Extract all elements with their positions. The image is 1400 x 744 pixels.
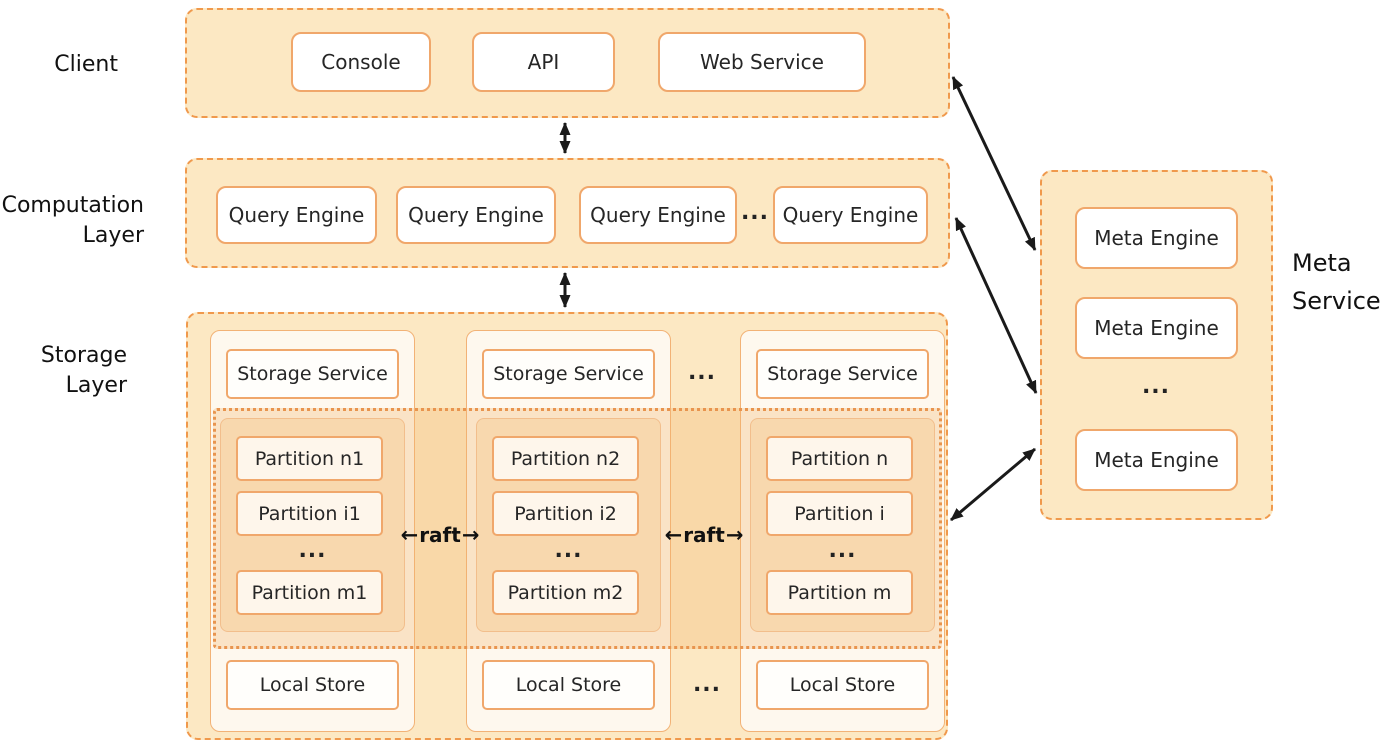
client-layer-label-text: Client [54, 52, 118, 77]
raft-left-arrow-icon: ← [400, 522, 419, 547]
partition-ellipsis-2: ... [554, 538, 583, 563]
raft-link-1: ← raft → [385, 518, 495, 552]
partition-panel-3: Partition n Partition i ... Partition m [750, 418, 935, 632]
partition-box-n1-label: Partition n1 [254, 447, 365, 470]
local-store-box-3-label: Local Store [789, 674, 896, 696]
partition-box-n2: Partition n2 [492, 436, 639, 481]
computation-layer-label: Computation Layer [2, 191, 144, 251]
partition-box-m1: Partition m1 [236, 570, 383, 615]
partition-box-m-label: Partition m [787, 581, 892, 604]
client-layer-label: Client [54, 50, 118, 80]
partition-box-i1: Partition i1 [236, 491, 383, 536]
meta-engine-box-3-label: Meta Engine [1094, 448, 1219, 472]
storage-meta-arrow [950, 447, 1036, 522]
query-engine-box-4: Query Engine [773, 186, 928, 244]
meta-engine-box-1-label: Meta Engine [1094, 226, 1219, 250]
query-engine-box-3: Query Engine [579, 186, 737, 244]
partition-box-m1-label: Partition m1 [251, 581, 368, 604]
storage-service-box-3: Storage Service [756, 349, 929, 399]
partition-box-i2-label: Partition i2 [514, 502, 617, 525]
query-engine-box-4-label: Query Engine [782, 203, 919, 227]
raft-link-2: ← raft → [649, 518, 759, 552]
storage-service-box-2-label: Storage Service [493, 363, 644, 385]
meta-engine-ellipsis: ... [1141, 374, 1171, 399]
local-store-box-3: Local Store [756, 660, 929, 710]
computation-layer-container: Query Engine Query Engine Query Engine .… [185, 158, 950, 268]
partition-ellipsis-3: ... [828, 538, 857, 563]
api-box: API [472, 32, 615, 92]
partition-box-i-label: Partition i [794, 502, 885, 525]
meta-engine-box-3: Meta Engine [1075, 429, 1238, 491]
computation-layer-label-line1: Computation [1, 193, 144, 218]
computation-meta-arrow [954, 217, 1038, 394]
raft-label: raft [419, 523, 461, 547]
client-meta-arrow [951, 76, 1037, 251]
partition-panel-2: Partition n2 Partition i2 ... Partition … [476, 418, 661, 632]
storage-service-box-1-label: Storage Service [237, 363, 388, 385]
web-service-box: Web Service [658, 32, 866, 92]
meta-service-label-line2: Service [1292, 287, 1381, 315]
query-engine-box-2-label: Query Engine [408, 203, 544, 227]
query-engine-box-3-label: Query Engine [590, 203, 726, 227]
query-engine-box-2: Query Engine [396, 186, 556, 244]
partition-box-n2-label: Partition n2 [510, 447, 621, 470]
web-service-box-label: Web Service [700, 50, 824, 74]
query-engine-box-1: Query Engine [216, 186, 377, 244]
partition-box-n: Partition n [766, 436, 913, 481]
storage-service-box-3-label: Storage Service [767, 363, 918, 385]
storage-service-ellipsis: ... [687, 360, 717, 385]
partition-box-m: Partition m [766, 570, 913, 615]
raft-right-arrow-icon: → [725, 522, 744, 547]
partition-box-m2-label: Partition m2 [507, 581, 624, 604]
partition-box-m2: Partition m2 [492, 570, 639, 615]
storage-service-box-1: Storage Service [226, 349, 399, 399]
partition-box-n-label: Partition n [790, 447, 889, 470]
meta-engine-box-2-label: Meta Engine [1094, 316, 1219, 340]
local-store-box-2-label: Local Store [515, 674, 622, 696]
partition-box-i: Partition i [766, 491, 913, 536]
storage-service-box-2: Storage Service [482, 349, 655, 399]
partition-box-i2: Partition i2 [492, 491, 639, 536]
meta-service-container: Meta Engine Meta Engine ... Meta Engine [1040, 170, 1273, 520]
partition-ellipsis-1: ... [298, 538, 327, 563]
api-box-label: API [527, 50, 560, 74]
raft-label: raft [683, 523, 725, 547]
partition-box-n1: Partition n1 [236, 436, 383, 481]
query-engine-ellipsis: ... [740, 200, 770, 225]
computation-layer-label-line2: Layer [82, 223, 144, 248]
local-store-box-1-label: Local Store [259, 674, 366, 696]
meta-service-label-line1: Meta [1292, 249, 1352, 277]
local-store-box-2: Local Store [482, 660, 655, 710]
meta-service-label: Meta Service [1292, 244, 1381, 320]
console-box: Console [291, 32, 431, 92]
storage-layer-label-line2: Layer [65, 373, 127, 398]
console-box-label: Console [321, 50, 401, 74]
storage-layer-label: Storage Layer [41, 341, 127, 401]
partition-box-i1-label: Partition i1 [258, 502, 361, 525]
raft-left-arrow-icon: ← [664, 522, 683, 547]
local-store-box-1: Local Store [226, 660, 399, 710]
raft-right-arrow-icon: → [461, 522, 480, 547]
client-container: Console API Web Service [185, 8, 950, 118]
meta-engine-box-2: Meta Engine [1075, 297, 1238, 359]
partition-panel-1: Partition n1 Partition i1 ... Partition … [220, 418, 405, 632]
query-engine-box-1-label: Query Engine [228, 203, 365, 227]
local-store-ellipsis: ... [692, 672, 722, 697]
storage-layer-container: Storage Service Storage Service ... Stor… [186, 312, 948, 740]
meta-engine-box-1: Meta Engine [1075, 207, 1238, 269]
storage-layer-label-line1: Storage [40, 343, 127, 368]
